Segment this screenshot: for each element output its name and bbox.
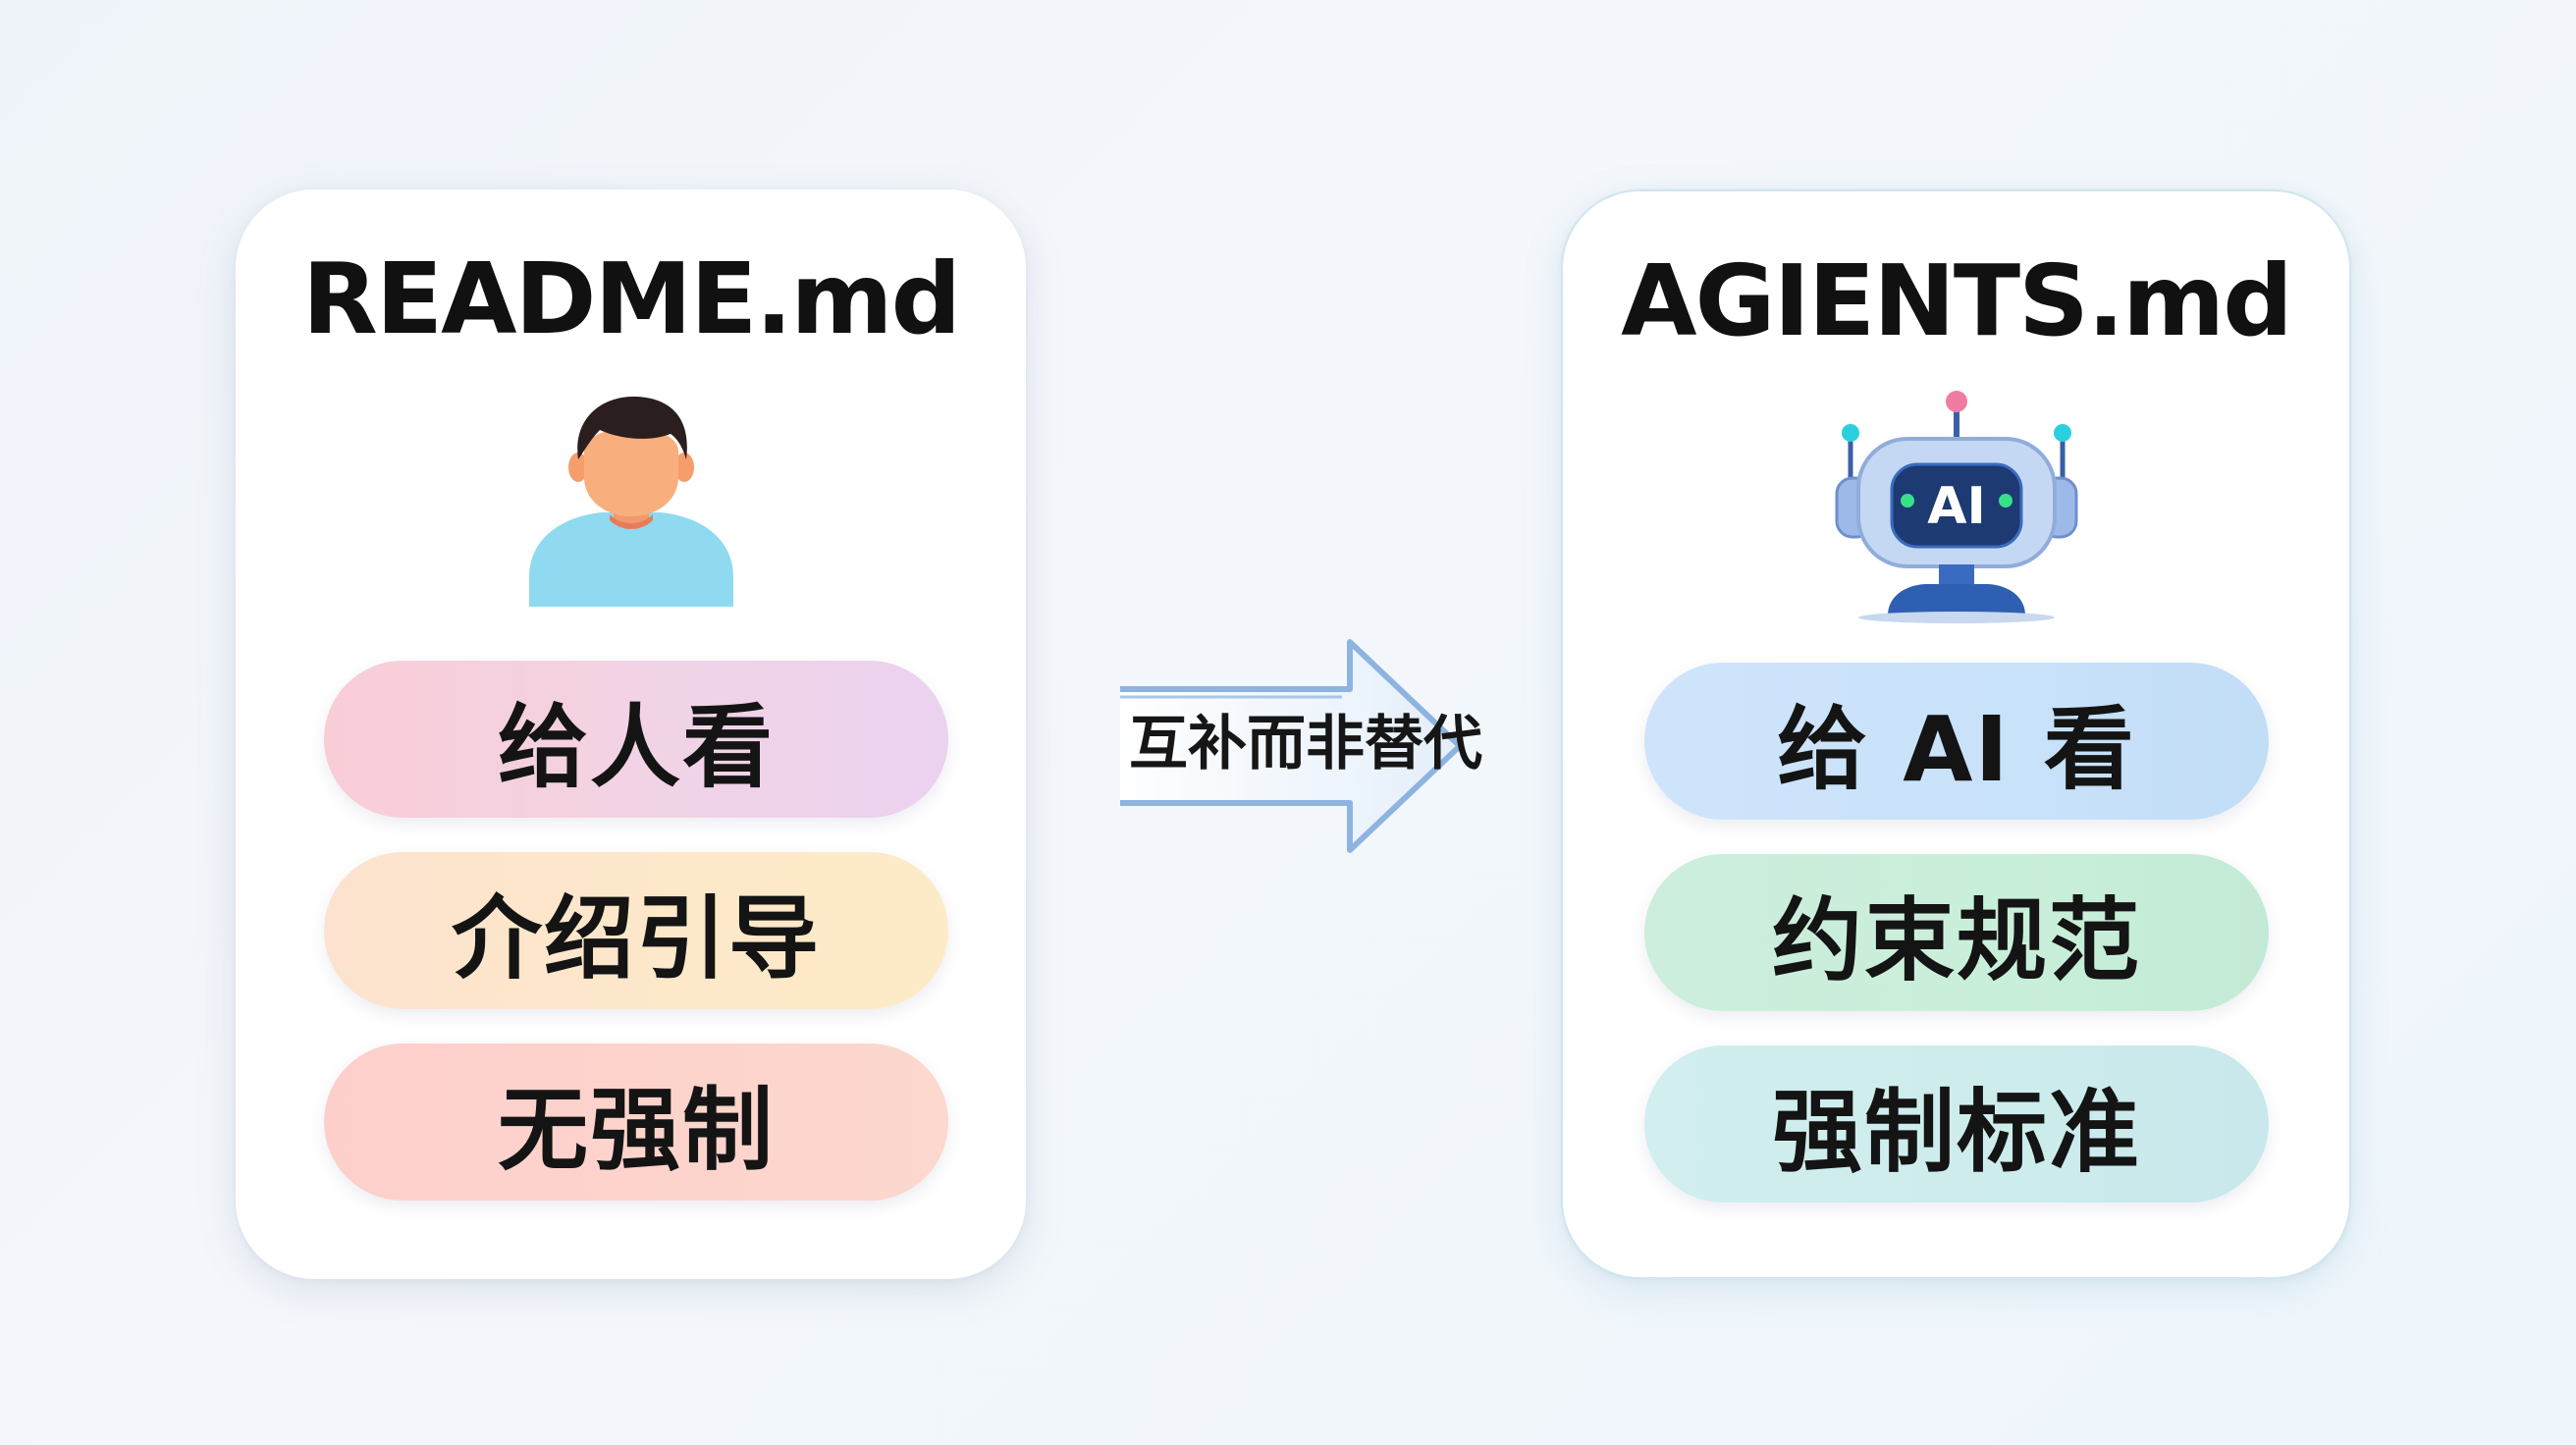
agents-item-enforcement: 强制标准	[1644, 1045, 2269, 1203]
readme-item-audience: 给人看	[324, 661, 948, 818]
readme-card: README.md 给人看 介绍引导 无强制	[236, 189, 1026, 1279]
agents-card: AGIENTS.md AI 给 AI 看 约束规范 强制标准	[1561, 189, 2351, 1279]
readme-item-enforcement: 无强制	[324, 1044, 948, 1201]
agents-title: AGIENTS.md	[1621, 243, 2293, 358]
right-arrow-icon	[1120, 639, 1463, 853]
agents-item-audience: 给 AI 看	[1644, 663, 2269, 820]
readme-item-purpose: 介绍引导	[324, 852, 948, 1009]
robot-icon: AI	[1835, 391, 2077, 623]
readme-title: README.md	[301, 241, 961, 356]
robot-badge-text: AI	[1927, 477, 1986, 536]
person-icon	[528, 397, 733, 607]
agents-item-purpose: 约束规范	[1644, 854, 2269, 1011]
connector-label: 互补而非替代	[1129, 710, 1482, 778]
